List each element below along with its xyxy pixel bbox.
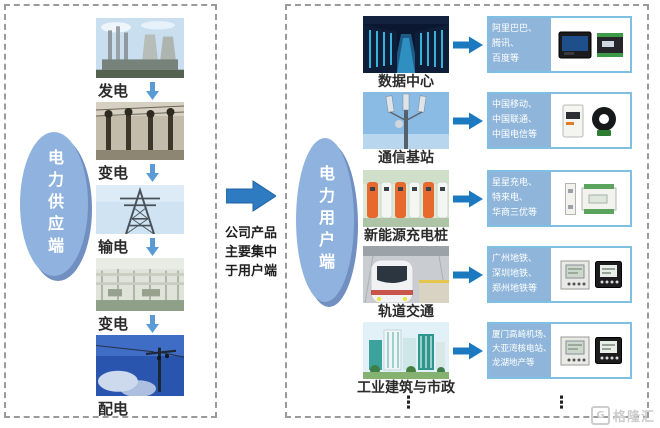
product-images bbox=[551, 94, 630, 147]
main-flow-arrow-icon bbox=[225, 180, 277, 212]
right-arrow-icon bbox=[453, 112, 483, 130]
user-row-rail-transit: 轨道交通 广州地铁、 深圳地铁、 郑州地铁等 bbox=[287, 246, 651, 322]
right-arrow-icon bbox=[453, 190, 483, 208]
supply-side-label: 电力供应端 bbox=[45, 149, 64, 259]
product-images bbox=[551, 172, 630, 225]
more-rows-ellipsis: ⋮ bbox=[400, 393, 417, 413]
supply-side-ellipse: 电力供应端 bbox=[20, 132, 88, 276]
customer-list: 广州地铁、 深圳地铁、 郑州地铁等 bbox=[489, 248, 551, 301]
right-arrow-icon bbox=[453, 266, 483, 284]
distribution-line-photo bbox=[96, 335, 188, 396]
substation2-photo bbox=[96, 258, 188, 311]
stage-transform-1: 变电 bbox=[96, 102, 188, 183]
customer-list: 厦门高崎机场、 大亚湾核电站、 龙湖地产等 bbox=[489, 324, 552, 377]
user-row-data-center: 数据中心 阿里巴巴、 腾讯、 百度等 bbox=[287, 16, 651, 92]
power-plant-photo bbox=[96, 18, 188, 78]
stage-label: 发电 bbox=[98, 81, 129, 100]
user-side-ellipse: 电力用户端 bbox=[296, 138, 354, 302]
customer-product-box: 中国移动、 中国联通、 中国电信等 bbox=[487, 92, 632, 149]
row-label: 新能源充电桩 bbox=[364, 228, 448, 244]
right-arrow-icon bbox=[453, 342, 483, 360]
user-row-telecom: 通信基站 中国移动、 中国联通、 中国电信等 bbox=[287, 92, 651, 168]
stage-label: 变电 bbox=[98, 314, 129, 333]
stage-label: 变电 bbox=[98, 163, 129, 182]
row-label: 工业建筑与市政 bbox=[357, 380, 455, 396]
customer-list: 阿里巴巴、 腾讯、 百度等 bbox=[489, 18, 551, 71]
customer-list: 星星充电、 特来电、 华商三优等 bbox=[489, 172, 551, 225]
din-rail-module-image bbox=[597, 32, 623, 57]
customer-list: 中国移动、 中国联通、 中国电信等 bbox=[489, 94, 551, 147]
din-rail-energy-meter-image bbox=[562, 104, 584, 137]
substation-photo bbox=[96, 102, 188, 160]
more-products-ellipsis: ⋮ bbox=[553, 393, 570, 413]
right-arrow-icon bbox=[453, 36, 483, 54]
down-arrow-icon bbox=[146, 238, 160, 256]
transmission-tower-photo bbox=[96, 185, 188, 234]
row-label: 通信基站 bbox=[378, 150, 434, 166]
telecom-base-station-photo bbox=[363, 92, 449, 149]
stage-generation: 发电 bbox=[96, 18, 188, 101]
user-side-label: 电力用户端 bbox=[316, 165, 335, 275]
product-images bbox=[551, 18, 630, 71]
middle-note: 公司产品 主要集中 于用户端 bbox=[224, 226, 277, 279]
user-row-industrial: 工业建筑与市政 厦门高崎机场、 大亚湾核电站、 龙湖地产等 bbox=[287, 322, 651, 398]
product-images bbox=[551, 248, 630, 301]
watermark: G 格隆汇 bbox=[590, 406, 655, 425]
down-arrow-icon bbox=[146, 315, 160, 333]
watermark-text: 格隆汇 bbox=[612, 410, 655, 425]
panel-power-meter-light-image bbox=[560, 260, 589, 289]
down-arrow-icon bbox=[146, 82, 160, 100]
stage-distribution: 配电 bbox=[96, 335, 188, 419]
data-center-photo bbox=[363, 16, 449, 73]
middle-connector: 公司产品 主要集中 于用户端 bbox=[213, 180, 289, 282]
metro-train-photo bbox=[363, 246, 449, 303]
customer-product-box: 广州地铁、 深圳地铁、 郑州地铁等 bbox=[487, 246, 632, 303]
supply-side-panel: 电力供应端 发电 bbox=[4, 4, 217, 418]
din-rail-meter-image bbox=[581, 183, 616, 214]
down-arrow-icon bbox=[146, 164, 160, 182]
ev-charging-pile-photo bbox=[363, 170, 449, 227]
panel-power-meter-light-image bbox=[560, 336, 589, 365]
panel-power-meter-dark-image bbox=[594, 261, 622, 288]
stage-label: 配电 bbox=[98, 399, 129, 418]
panel-power-meter-dark-image bbox=[594, 337, 622, 364]
stage-label: 输电 bbox=[98, 237, 129, 256]
stage-transmission: 输电 bbox=[96, 185, 188, 257]
product-images bbox=[551, 324, 630, 377]
touch-screen-power-monitor-image bbox=[558, 31, 592, 58]
row-label: 数据中心 bbox=[378, 74, 434, 90]
customer-product-box: 星星充电、 特来电、 华商三优等 bbox=[487, 170, 632, 227]
industrial-buildings-photo bbox=[363, 322, 449, 379]
customer-product-box: 阿里巴巴、 腾讯、 百度等 bbox=[487, 16, 632, 73]
watermark-logo: G bbox=[590, 406, 610, 425]
stage-transform-2: 变电 bbox=[96, 258, 188, 334]
split-core-current-transformer-image bbox=[592, 106, 616, 136]
customer-product-box: 厦门高崎机场、 大亚湾核电站、 龙湖地产等 bbox=[487, 322, 632, 379]
row-label: 轨道交通 bbox=[378, 304, 434, 320]
slim-din-module-image bbox=[564, 182, 576, 215]
user-row-ev-charging: 新能源充电桩 星星充电、 特来电、 华商三优等 bbox=[287, 170, 651, 246]
user-side-panel: 电力用户端 bbox=[285, 4, 649, 418]
